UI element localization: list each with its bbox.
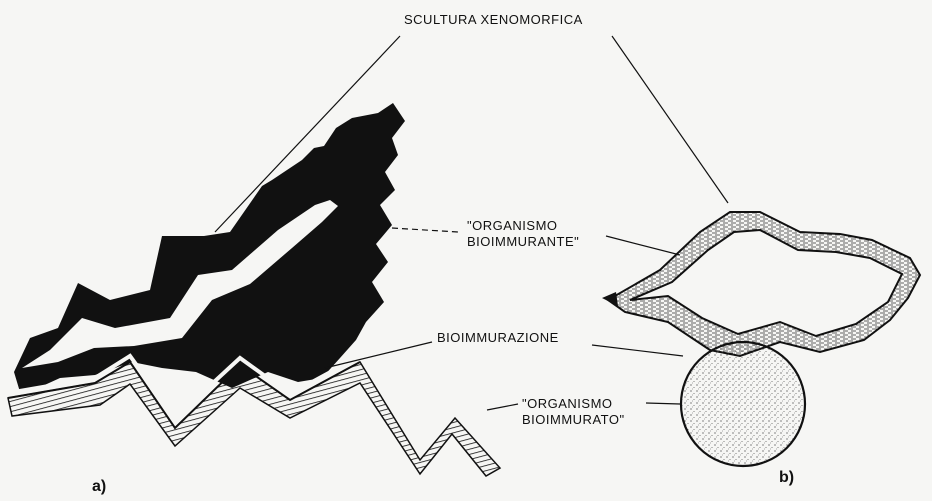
- bioimmuring-shell: [608, 212, 920, 356]
- label-scultura-xenomorfica: SCULTURA XENOMORFICA: [404, 12, 583, 28]
- shell-tip: [602, 292, 618, 306]
- panel-label-b: b): [779, 469, 794, 487]
- leader-bioimmurante-b: [606, 236, 680, 255]
- label-organismo-bioimmurante: "ORGANISMO BIOIMMURANTE": [467, 218, 579, 250]
- label-line: BIOIMMURANTE": [467, 234, 579, 250]
- panel-label-a: a): [92, 478, 106, 496]
- leader-scultura-b: [612, 36, 728, 203]
- label-organismo-bioimmurato: "ORGANISMO BIOIMMURATO": [522, 396, 625, 428]
- leader-bioimmurato-a: [487, 404, 518, 410]
- label-line: "ORGANISMO: [467, 218, 579, 234]
- leader-bioimmurazione-b: [592, 345, 683, 356]
- label-line: BIOIMMURATO": [522, 412, 625, 428]
- label-bioimmurazione: BIOIMMURAZIONE: [437, 330, 559, 346]
- label-line: "ORGANISMO: [522, 396, 625, 412]
- leader-bioimmurante-a: [392, 228, 458, 232]
- bioimmured-organism: [681, 342, 805, 466]
- leader-bioimmurato-b: [646, 403, 680, 404]
